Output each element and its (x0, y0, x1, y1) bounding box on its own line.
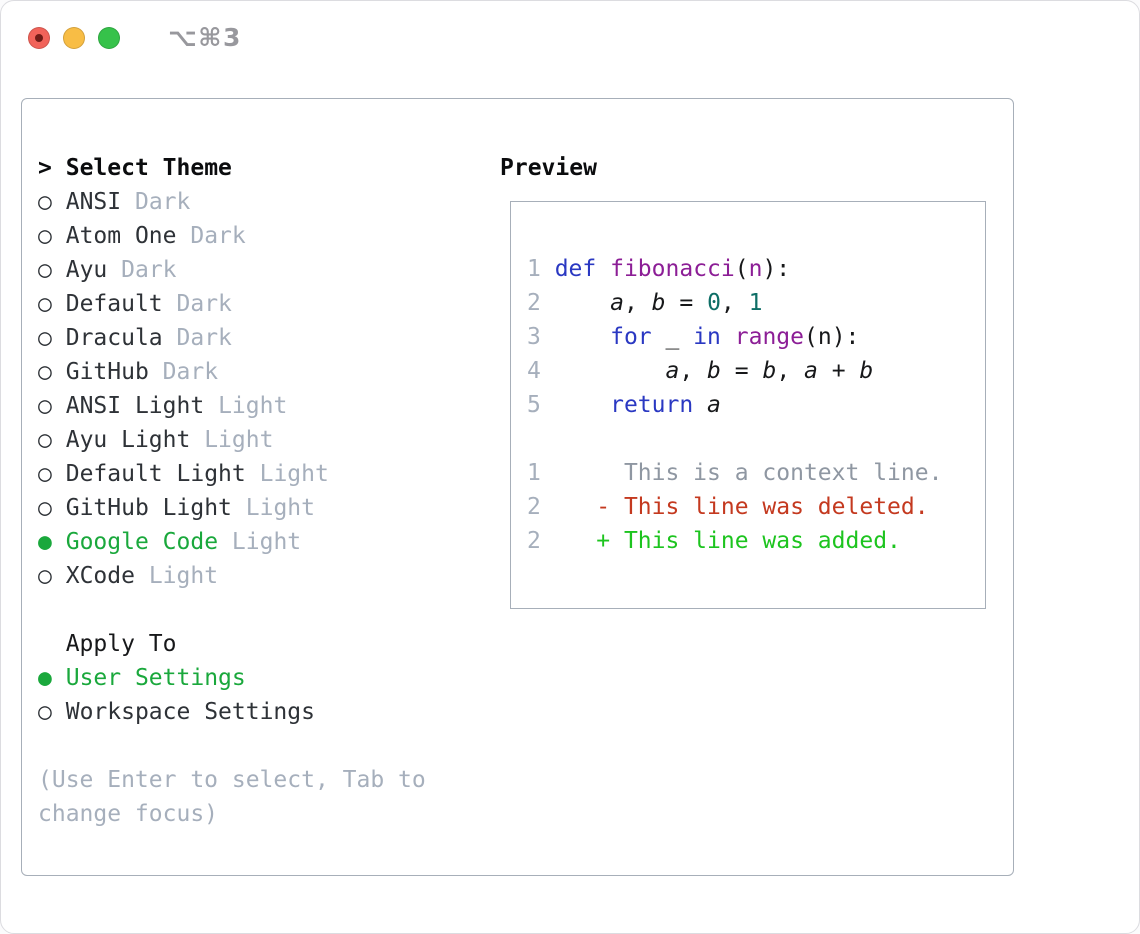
radio-icon: ○ (38, 359, 52, 385)
theme-option-default[interactable]: ○ Default Dark (38, 287, 438, 321)
theme-variant: Dark (190, 223, 246, 249)
line-number: 3 (527, 324, 555, 350)
spacer (38, 593, 438, 627)
preview-box: 1 def fibonacci(n): 2 a, b = 0, 1 3 for _ … (510, 201, 986, 609)
theme-variant: Light (218, 393, 288, 419)
theme-variant: Dark (121, 257, 177, 283)
theme-option-ansi-light[interactable]: ○ ANSI Light Light (38, 389, 438, 423)
theme-name: Google Code (65, 529, 219, 555)
theme-name: Ayu (65, 257, 108, 283)
radio-icon: ● (38, 665, 52, 691)
radio-icon: ○ (38, 699, 52, 725)
radio-icon: ○ (38, 393, 52, 419)
select-theme-title: Select Theme (65, 155, 232, 181)
theme-variant: Dark (176, 291, 232, 317)
theme-name: ANSI (65, 189, 122, 215)
minimize-button[interactable] (63, 27, 85, 49)
theme-variant: Dark (134, 189, 191, 215)
hint-text: (Use Enter to select, Tab to change focu… (38, 767, 426, 827)
prompt-caret-icon: > (38, 155, 52, 181)
radio-icon: ○ (38, 461, 52, 487)
theme-option-atom-one[interactable]: ○ Atom One Dark (38, 219, 438, 253)
diff-line: 2 - This line was deleted. (527, 494, 929, 520)
line-number: 1 (527, 256, 555, 282)
theme-option-github-light[interactable]: ○ GitHub Light Light (38, 491, 438, 525)
apply-option-user-settings[interactable]: ● User Settings (38, 661, 438, 695)
theme-variant: Light (231, 529, 302, 555)
theme-dialog-panel: > Select Theme ○ ANSI Dark○ Atom One Dar… (21, 98, 1014, 876)
code-line: 4 a, b = b, a + b (527, 358, 874, 384)
apply-option-workspace-settings[interactable]: ○ Workspace Settings (38, 695, 438, 729)
radio-icon: ○ (38, 223, 52, 249)
theme-name: Dracula (65, 325, 163, 351)
theme-name: Default Light (65, 461, 246, 487)
theme-variant: Light (259, 461, 329, 487)
preview-heading: Preview (500, 155, 597, 181)
spacer (38, 729, 438, 763)
radio-icon: ○ (38, 495, 52, 521)
line-number: 2 (527, 290, 555, 316)
radio-icon: ○ (38, 257, 52, 283)
code-line: 3 for _ in range(n): (527, 324, 860, 350)
theme-option-ayu-light[interactable]: ○ Ayu Light Light (38, 423, 438, 457)
theme-option-dracula[interactable]: ○ Dracula Dark (38, 321, 438, 355)
theme-name: Default (65, 291, 163, 317)
code-line (527, 422, 985, 456)
theme-name: ANSI Light (65, 393, 205, 419)
maximize-button[interactable] (98, 27, 120, 49)
theme-option-github[interactable]: ○ GitHub Dark (38, 355, 438, 389)
theme-list: ○ ANSI Dark○ Atom One Dark○ Ayu Dark○ De… (38, 185, 438, 593)
apply-option-label: Workspace Settings (65, 699, 315, 725)
theme-variant: Dark (176, 325, 232, 351)
radio-icon: ○ (38, 189, 52, 215)
theme-variant: Light (204, 427, 274, 453)
line-number: 2 (527, 528, 555, 554)
theme-name: GitHub (65, 359, 149, 385)
theme-variant: Light (148, 563, 219, 589)
theme-option-default-light[interactable]: ○ Default Light Light (38, 457, 438, 491)
diff-line: 1 This is a context line. (527, 460, 943, 486)
apply-to-list: ● User Settings○ Workspace Settings (38, 661, 438, 729)
theme-name: Atom One (65, 223, 177, 249)
theme-option-xcode[interactable]: ○ XCode Light (38, 559, 438, 593)
titlebar: ⌥⌘3 (1, 1, 1139, 76)
theme-variant: Light (245, 495, 315, 521)
theme-name: Ayu Light (65, 427, 191, 453)
theme-variant: Dark (162, 359, 219, 385)
code-preview: 1 def fibonacci(n): 2 a, b = 0, 1 3 for _ … (511, 202, 985, 558)
theme-option-ayu[interactable]: ○ Ayu Dark (38, 253, 438, 287)
select-theme-heading: > Select Theme (38, 151, 438, 185)
radio-icon: ● (38, 529, 52, 555)
theme-selector: > Select Theme ○ ANSI Dark○ Atom One Dar… (38, 151, 438, 831)
apply-to-heading: Apply To (65, 631, 177, 657)
code-line: 5 return a (527, 392, 721, 418)
theme-name: XCode (65, 563, 135, 589)
radio-icon: ○ (38, 291, 52, 317)
diff-line: 2 + This line was added. (527, 528, 901, 554)
code-line: 1 def fibonacci(n): (527, 256, 791, 282)
theme-option-google-code[interactable]: ● Google Code Light (38, 525, 438, 559)
code-line: 2 a, b = 0, 1 (527, 290, 763, 316)
radio-icon: ○ (38, 563, 52, 589)
close-button[interactable] (28, 27, 50, 49)
line-number: 2 (527, 494, 555, 520)
radio-icon: ○ (38, 427, 52, 453)
theme-name: GitHub Light (65, 495, 232, 521)
window-title: ⌥⌘3 (168, 23, 242, 52)
line-number: 1 (527, 460, 555, 486)
theme-option-ansi[interactable]: ○ ANSI Dark (38, 185, 438, 219)
apply-option-label: User Settings (65, 665, 246, 691)
line-number: 4 (527, 358, 555, 384)
radio-icon: ○ (38, 325, 52, 351)
line-number: 5 (527, 392, 555, 418)
